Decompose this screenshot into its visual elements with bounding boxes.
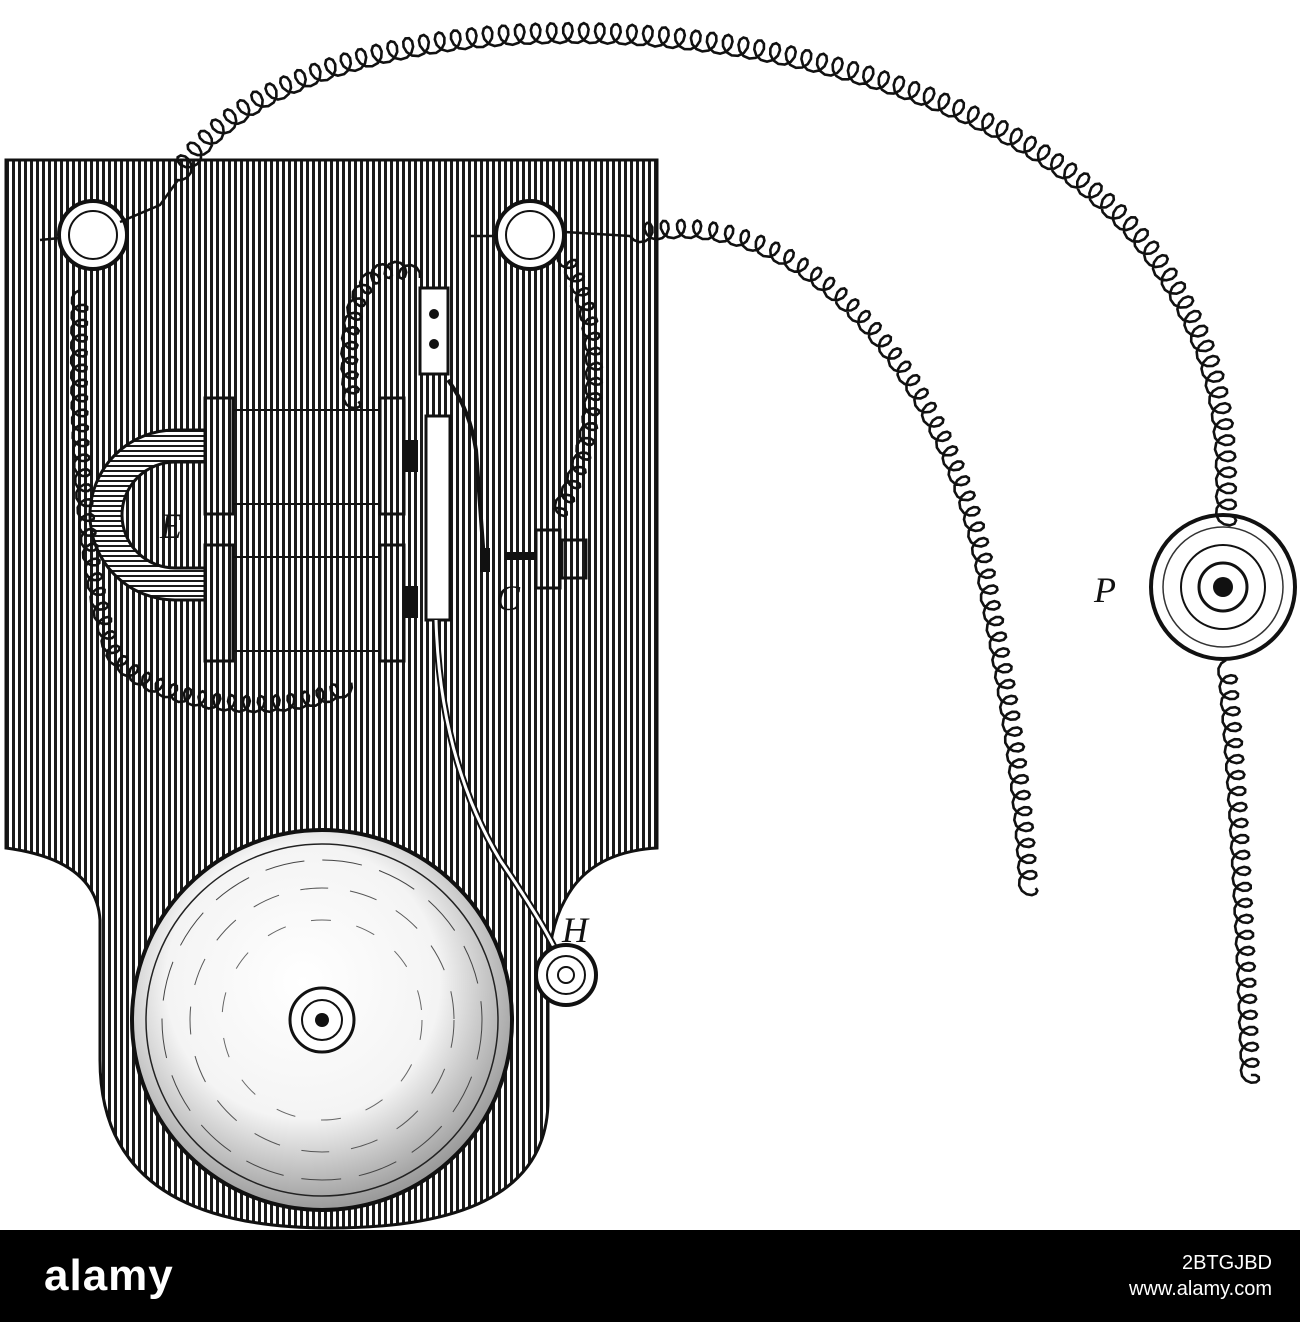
wire-left-post-lead <box>119 179 180 224</box>
push-button <box>1149 513 1297 661</box>
wire-right-post-lead <box>564 230 631 238</box>
watermark-banner: alamy 2BTGJBD www.alamy.com <box>0 1230 1300 1322</box>
contact-screw <box>480 528 588 590</box>
wire-left-post-stub <box>39 236 61 242</box>
image-id: 2BTGJBD <box>1181 1252 1272 1274</box>
binding-post-left <box>57 199 129 271</box>
wire-left-loop <box>69 288 354 714</box>
label-magnet: E <box>159 506 182 546</box>
wire-armature-loop <box>340 260 422 410</box>
electric-bell-diagram: E C H P <box>4 21 1297 1230</box>
contact-spring <box>446 378 486 561</box>
site-url: www.alamy.com <box>1129 1278 1272 1300</box>
coiled-wires <box>39 21 1261 1085</box>
magnet-coil-lower <box>203 543 418 663</box>
armature-mount <box>418 286 450 376</box>
magnet-coil-upper <box>203 396 418 516</box>
alamy-logo: alamy <box>44 1251 174 1300</box>
wire-contact-loop <box>552 249 604 518</box>
label-push-button: P <box>1093 570 1116 610</box>
armature <box>424 414 452 622</box>
binding-post-right <box>494 199 566 271</box>
wire-top-arc <box>174 21 1238 527</box>
bell-gong <box>130 828 514 1212</box>
hammer-ball <box>534 943 598 1007</box>
label-contact: C <box>496 578 521 618</box>
magnet-yoke <box>88 428 217 602</box>
label-hammer: H <box>561 910 590 950</box>
banner-info: 2BTGJBD www.alamy.com <box>1129 1250 1272 1302</box>
wire-right-loose <box>629 218 1039 897</box>
wire-push-down <box>1217 658 1261 1085</box>
